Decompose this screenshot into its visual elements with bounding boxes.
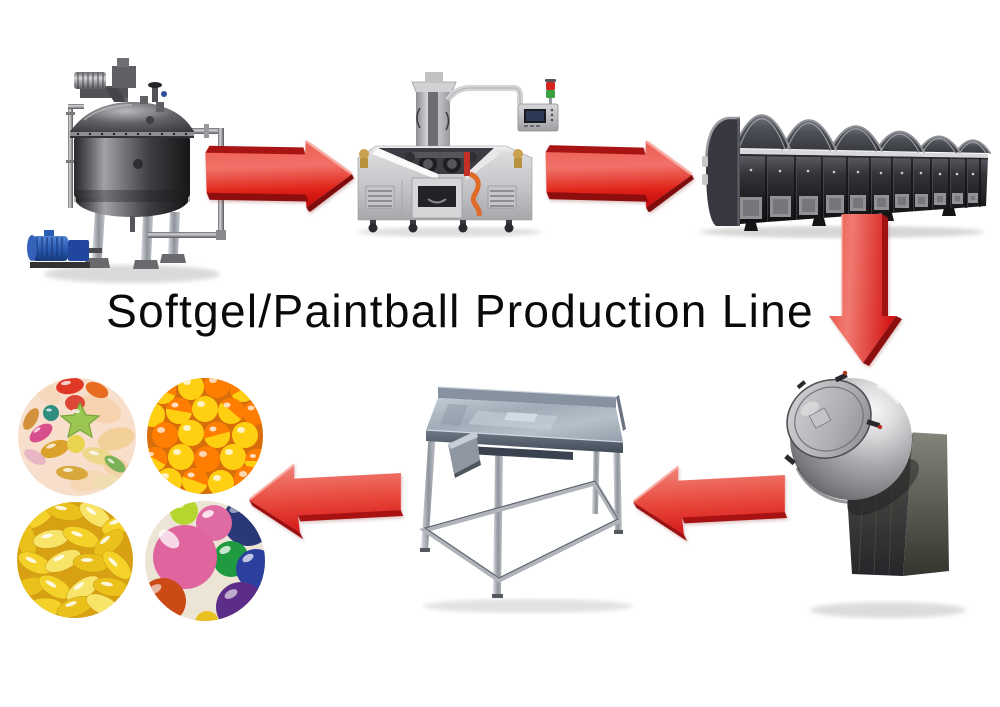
- encapsulation-machine-figure: [357, 72, 559, 237]
- arrow-left-2: [244, 446, 409, 546]
- photo-assorted-softgels: [18, 378, 136, 496]
- inspection-table-figure: [419, 386, 633, 613]
- arrow-left-1: [628, 448, 793, 548]
- coating-pan-figure: [784, 370, 966, 618]
- photo-colorful-paintballs: [145, 501, 265, 621]
- page-title: Softgel/Paintball Production Line: [106, 285, 814, 337]
- arrow-right-1: [202, 134, 355, 213]
- tumble-dryer-figure: [700, 114, 991, 238]
- photo-yellow-softgels: [17, 502, 133, 618]
- photo-orange-yellow-paintballs: [147, 378, 263, 494]
- arrow-right-2: [542, 133, 696, 213]
